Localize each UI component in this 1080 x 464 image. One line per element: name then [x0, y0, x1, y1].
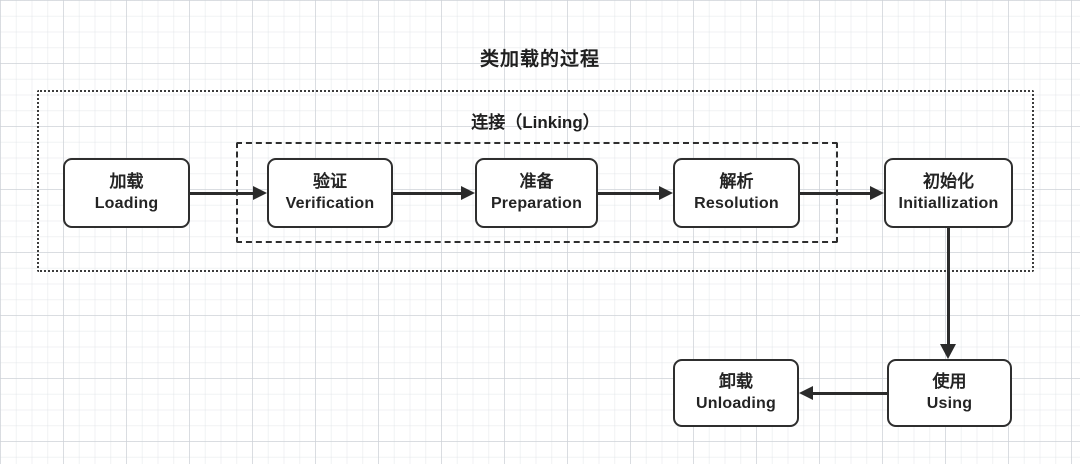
arrowhead-right-icon — [870, 186, 884, 200]
arrow-line — [190, 192, 254, 195]
node-unloading: 卸载 Unloading — [673, 359, 799, 427]
diagram-title: 类加载的过程 — [479, 49, 600, 70]
node-using: 使用 Using — [887, 359, 1012, 427]
linking-group-label: 连接（Linking） — [471, 113, 600, 132]
node-verification-label-en: Verification — [285, 195, 375, 212]
node-unloading-label-zh: 卸载 — [719, 372, 753, 391]
node-resolution-label-zh: 解析 — [719, 172, 754, 191]
node-using-label-en: Using — [926, 395, 973, 412]
arrowhead-right-icon — [659, 186, 673, 200]
node-loading-label-en: Loading — [94, 195, 159, 212]
arrowhead-right-icon — [253, 186, 267, 200]
node-verification-label-zh: 验证 — [313, 172, 347, 191]
node-using-label-zh: 使用 — [932, 372, 967, 391]
node-resolution: 解析 Resolution — [673, 158, 800, 228]
node-preparation-label-zh: 准备 — [519, 172, 554, 191]
arrow-line — [598, 192, 660, 195]
node-verification: 验证 Verification — [267, 158, 393, 228]
process-outer-group: 连接（Linking） — [37, 90, 1034, 272]
node-preparation: 准备 Preparation — [475, 158, 598, 228]
node-initialization: 初始化 Initiallization — [884, 158, 1013, 228]
node-initialization-label-zh: 初始化 — [923, 172, 974, 191]
arrowhead-right-icon — [461, 186, 475, 200]
arrow-line — [800, 192, 871, 195]
node-resolution-label-en: Resolution — [694, 195, 779, 212]
node-unloading-label-en: Unloading — [695, 395, 776, 412]
arrowhead-left-icon — [799, 386, 813, 400]
arrow-line — [947, 228, 950, 346]
arrow-line — [812, 392, 887, 395]
node-preparation-label-en: Preparation — [490, 195, 583, 212]
node-initialization-label-en: Initiallization — [898, 195, 999, 212]
arrow-line — [393, 192, 462, 195]
node-loading-label-zh: 加载 — [109, 172, 144, 191]
node-loading: 加载 Loading — [63, 158, 190, 228]
arrowhead-down-icon — [940, 344, 956, 359]
